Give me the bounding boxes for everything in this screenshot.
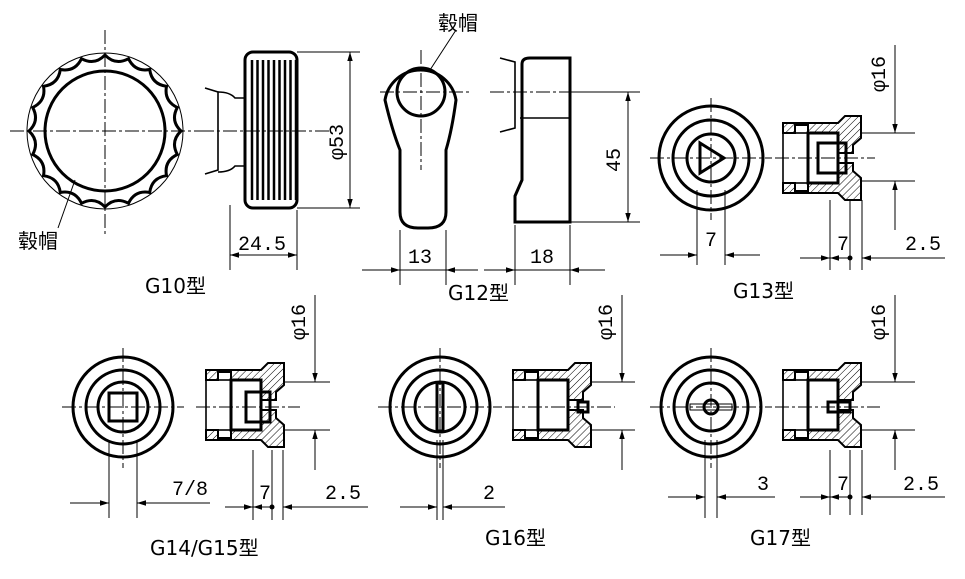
g14-w1-label: 7/8 — [172, 479, 208, 502]
g17-caption: G17型 — [750, 526, 811, 550]
hub-cap-label-left: 毂帽 — [18, 229, 58, 253]
g10-dia-label: φ53 — [327, 124, 350, 160]
g12-w2-label: 18 — [530, 247, 554, 270]
g10-side-view — [200, 50, 330, 210]
g14-w3-label: 2.5 — [325, 483, 361, 506]
g13-w2-label: 7 — [837, 234, 849, 257]
g12-caption: G12型 — [448, 281, 509, 305]
g10-dims: 24.5 φ53 G10型 毂帽 — [18, 51, 360, 298]
g12-views: 毂帽 13 18 45 G12型 — [362, 11, 640, 305]
g17-views: φ16 3 7 2.5 G17型 — [650, 295, 945, 550]
g14-caption: G14/G15型 — [150, 536, 259, 560]
g16-views: φ16 2 G16型 — [378, 295, 635, 550]
g10-caption: G10型 — [145, 274, 206, 298]
g14-w2-label: 7 — [259, 483, 271, 506]
g10-front-view — [10, 30, 200, 235]
g13-w1-label: 7 — [705, 230, 717, 253]
hub-cap-label-top: 毂帽 — [438, 11, 478, 35]
g16-w1-label: 2 — [483, 483, 495, 506]
g16-caption: G16型 — [485, 526, 546, 550]
g12-height-label: 45 — [604, 148, 627, 172]
g17-w2-label: 7 — [837, 474, 849, 497]
g13-w3-label: 2.5 — [905, 234, 941, 257]
g17-w3-label: 2.5 — [903, 474, 939, 497]
g17-w1-label: 3 — [757, 474, 769, 497]
g10-width-label: 24.5 — [238, 234, 286, 257]
g13-dia-label: φ16 — [869, 56, 892, 92]
g12-w1-label: 13 — [408, 247, 432, 270]
g14-views: φ16 7/8 7 2.5 G14/G15型 — [62, 295, 368, 560]
g13-views: φ16 7 7 2.5 G13型 — [650, 45, 945, 303]
g14-dia-label: φ16 — [289, 304, 312, 340]
g16-dia-label: φ16 — [596, 304, 619, 340]
g13-caption: G13型 — [733, 279, 794, 303]
g17-dia-label: φ16 — [869, 304, 892, 340]
